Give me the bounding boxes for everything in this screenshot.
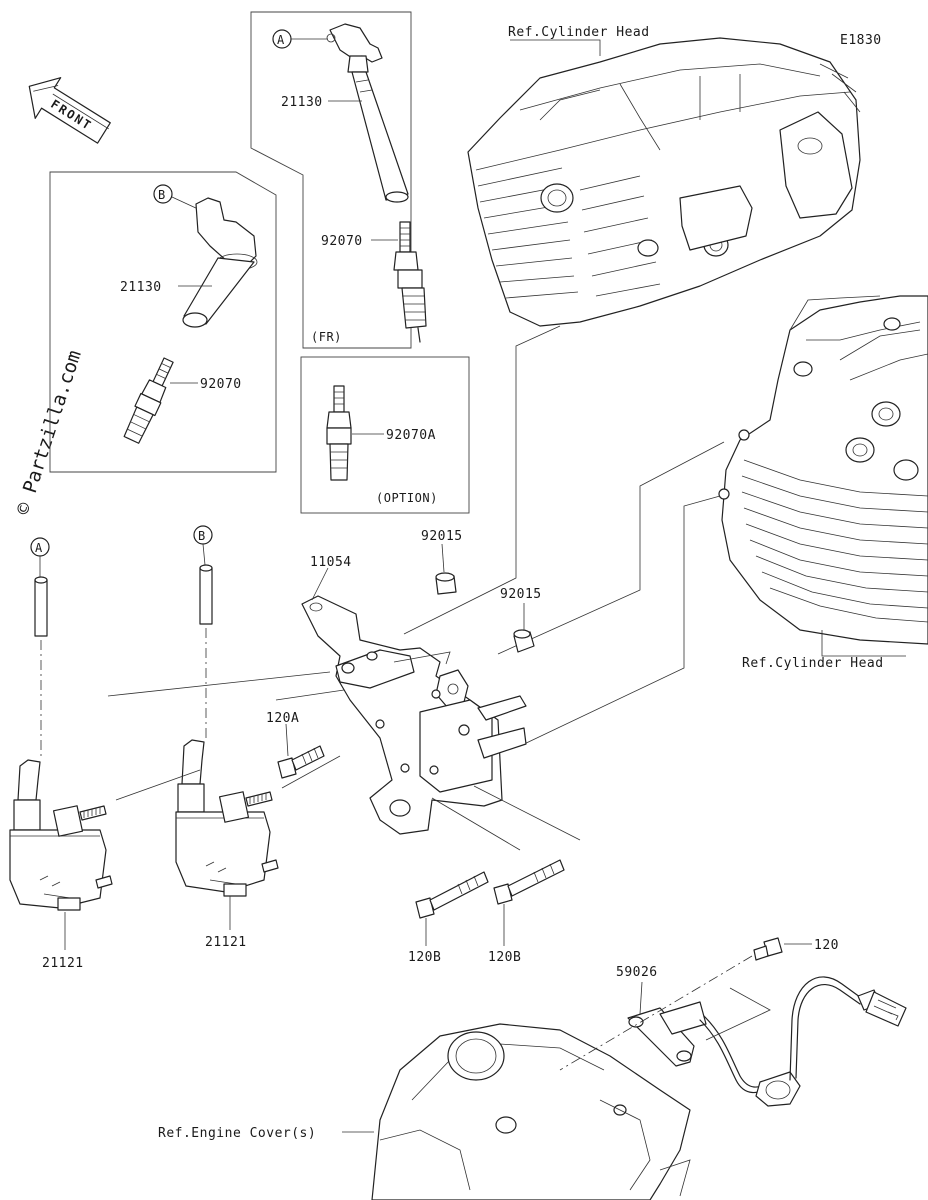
plug-cap-fr bbox=[326, 23, 409, 203]
ignition-coil-1 bbox=[9, 759, 113, 911]
engine-cover bbox=[371, 1023, 691, 1200]
rr-group-box bbox=[49, 171, 277, 473]
part-21130-rr: 21130 bbox=[120, 280, 162, 295]
ref-cylinder-head-top: Ref.Cylinder Head bbox=[508, 25, 650, 40]
cylinder-head-top bbox=[467, 37, 861, 327]
part-120a: 120A bbox=[266, 711, 299, 726]
part-120: 120 bbox=[814, 938, 839, 953]
part-92015-2: 92015 bbox=[500, 587, 542, 602]
option-box-label: (OPTION) bbox=[376, 491, 438, 505]
fr-group-box bbox=[250, 11, 412, 349]
part-21121-1: 21121 bbox=[42, 956, 84, 971]
svg-text:B: B bbox=[198, 529, 206, 543]
sensor-59026 bbox=[627, 976, 907, 1107]
cylinder-head-right bbox=[718, 295, 928, 645]
svg-text:B: B bbox=[158, 188, 166, 202]
svg-text:A: A bbox=[35, 541, 43, 555]
fr-box-label: (FR) bbox=[311, 330, 342, 344]
part-92070-rr: 92070 bbox=[200, 377, 242, 392]
diagram-code: E1830 bbox=[840, 33, 882, 48]
spark-plug-fr bbox=[393, 221, 427, 343]
lead-tube-a bbox=[34, 576, 48, 760]
ref-engine-cover: Ref.Engine Cover(s) bbox=[158, 1126, 316, 1141]
part-11054: 11054 bbox=[310, 555, 352, 570]
callout-a-top: A bbox=[272, 29, 328, 49]
callout-b-bottom: B bbox=[193, 525, 213, 566]
ignition-coil-2 bbox=[175, 739, 279, 897]
part-92015-1: 92015 bbox=[421, 529, 463, 544]
callout-b-top: B bbox=[153, 184, 199, 210]
watermark: © Partzilla.com bbox=[12, 348, 86, 518]
bolt-120b-2 bbox=[493, 859, 565, 905]
front-arrow: FRONT bbox=[28, 77, 111, 144]
collar-92015-1 bbox=[435, 572, 457, 595]
plug-cap-rr bbox=[182, 197, 258, 328]
callout-a-bottom: A bbox=[30, 537, 50, 578]
part-21121-2: 21121 bbox=[205, 935, 247, 950]
option-group-box bbox=[300, 356, 470, 514]
part-59026: 59026 bbox=[616, 965, 658, 980]
part-120b-1: 120B bbox=[408, 950, 441, 965]
part-92070a: 92070A bbox=[386, 428, 436, 443]
bolt-120a bbox=[277, 745, 325, 779]
ref-cylinder-head-right: Ref.Cylinder Head bbox=[742, 656, 884, 671]
spark-plug-rr bbox=[123, 357, 174, 444]
bolt-120b-1 bbox=[415, 871, 489, 919]
collar-92015-2 bbox=[513, 629, 535, 653]
part-120b-2: 120B bbox=[488, 950, 521, 965]
svg-text:A: A bbox=[277, 33, 285, 47]
bracket-11054 bbox=[301, 595, 527, 835]
part-21130-fr: 21130 bbox=[281, 95, 323, 110]
spark-plug-option bbox=[326, 385, 352, 481]
part-92070-fr: 92070 bbox=[321, 234, 363, 249]
lead-tube-b bbox=[199, 564, 213, 740]
bolt-120-sensor bbox=[559, 937, 783, 1071]
